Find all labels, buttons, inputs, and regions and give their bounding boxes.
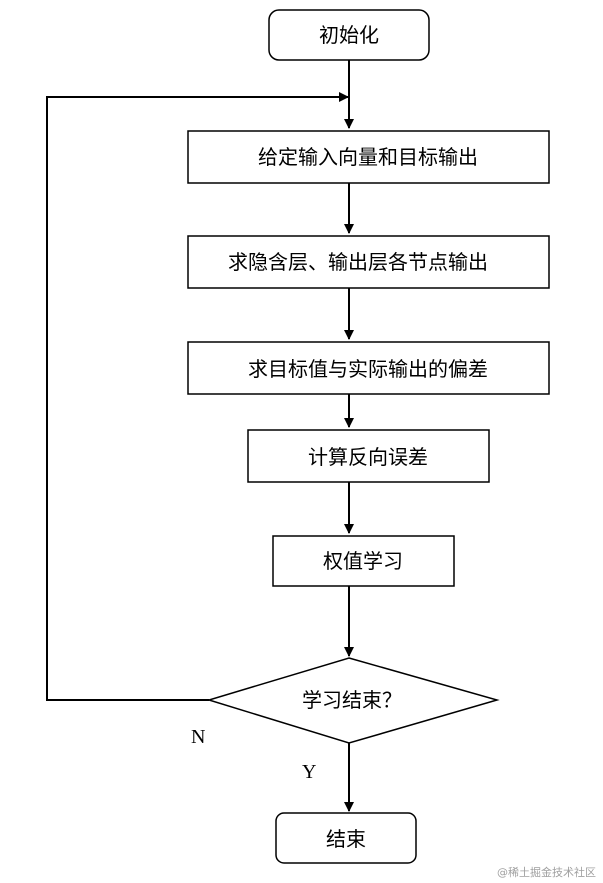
set-input-target-label: 给定输入向量和目标输出: [258, 145, 478, 169]
deviation-label: 求目标值与实际输出的偏差: [248, 357, 488, 381]
watermark: @稀土掘金技术社区: [497, 865, 596, 879]
end-node: [275, 812, 417, 864]
no-branch-label: N: [191, 726, 205, 748]
weight-learning-label: 权值学习: [323, 549, 403, 573]
decision-label: 学习结束？: [302, 688, 402, 712]
loop-back-line: [46, 92, 349, 701]
yes-branch-label: Y: [302, 761, 316, 783]
weight-learning-box: [272, 535, 455, 587]
set-input-target-box: [187, 130, 550, 184]
start-node-label: 初始化: [319, 23, 379, 47]
deviation-box: [187, 341, 550, 395]
compute-outputs-box: [187, 235, 550, 289]
compute-outputs-label: 求隐含层、输出层各节点输出: [228, 250, 488, 274]
end-node-label: 结束: [326, 827, 366, 851]
back-error-box: [247, 429, 490, 483]
back-error-label: 计算反向误差: [308, 445, 428, 469]
